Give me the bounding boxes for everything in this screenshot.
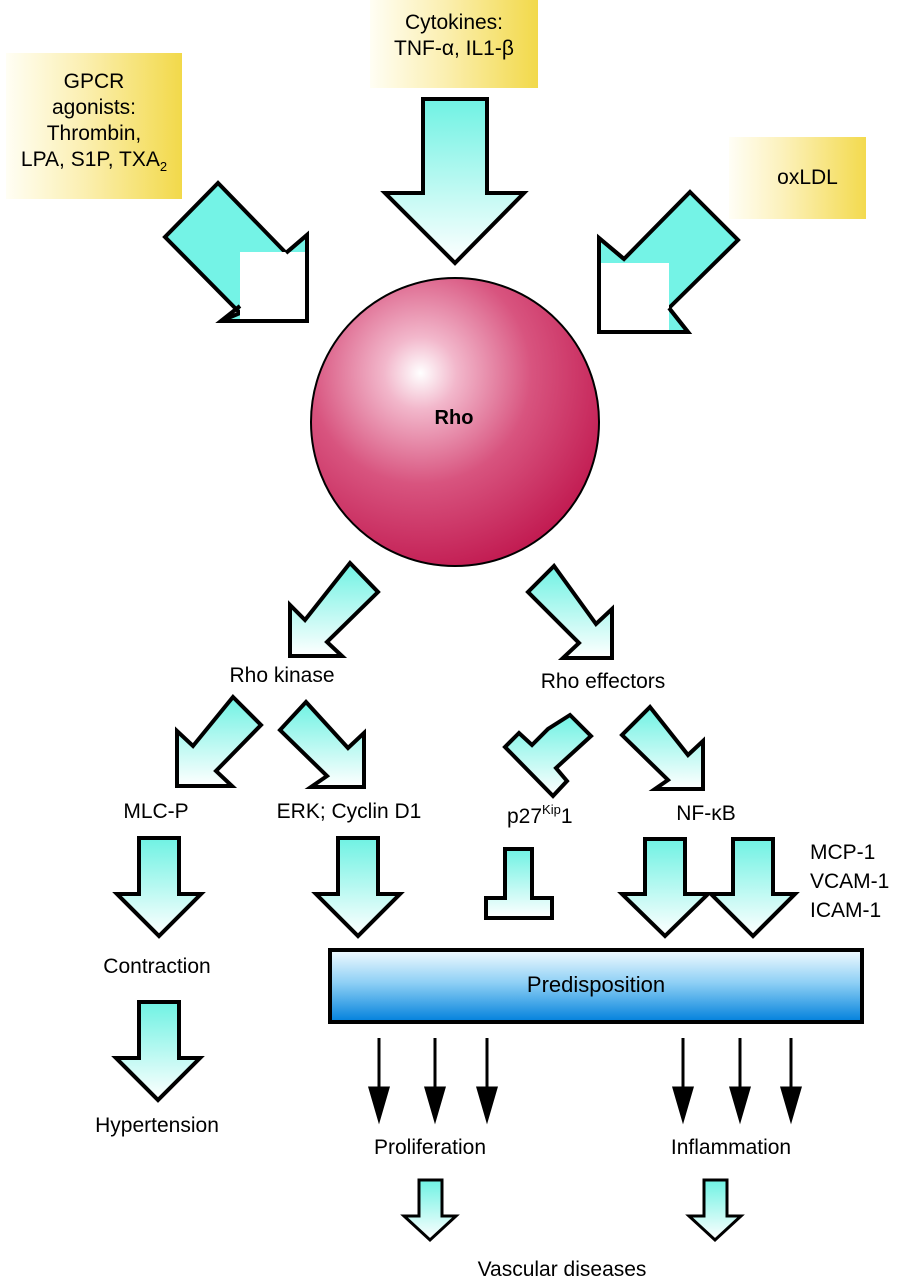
p27-suffix: 1 xyxy=(560,805,573,828)
predisposition-label: Predisposition xyxy=(526,972,666,997)
oxldl-arrow xyxy=(597,189,741,334)
rho-kinase-label: Rho kinase xyxy=(229,664,335,687)
gpcr-agonists-box: GPCR agonists: Thrombin, LPA, S1P, TXA2 xyxy=(6,53,182,199)
inflammation-to-vascular-arrow xyxy=(685,1178,745,1243)
p27-label: p27Kip1 xyxy=(507,802,573,829)
inflammation-label: Inflammation xyxy=(670,1136,792,1159)
rho-sphere xyxy=(310,277,600,567)
gpcr-line-4: LPA, S1P, TXA2 xyxy=(6,147,182,180)
nfkb-to-predisposition-arrow-2 xyxy=(706,837,800,939)
inflammation-arrows xyxy=(672,1038,802,1125)
mlc-to-contraction-arrow xyxy=(112,836,206,939)
p27-superscript: Kip xyxy=(542,802,561,817)
adhesion-molecule-list: MCP-1 VCAM-1 ICAM-1 xyxy=(810,838,889,925)
kinase-to-mlc-arrow xyxy=(175,694,264,788)
oxldl-label: oxLDL xyxy=(777,166,838,189)
p27-main: p27 xyxy=(507,805,543,828)
proliferation-label: Proliferation xyxy=(373,1136,487,1159)
vascular-diseases-label: Vascular diseases xyxy=(477,1258,647,1281)
cytokines-line-2: TNF-α, IL1-β xyxy=(394,37,514,60)
rho-effectors-label: Rho effectors xyxy=(540,670,666,693)
gpcr-line-4-text: LPA, S1P, TXA xyxy=(20,148,160,171)
nfkb-label: NF-κB xyxy=(676,802,736,825)
cytokines-arrow xyxy=(380,97,529,266)
gpcr-line-1: GPCR xyxy=(63,70,125,93)
contraction-label: Contraction xyxy=(103,955,211,978)
predisposition-box xyxy=(328,948,864,1024)
contraction-to-hypertension-arrow xyxy=(111,1000,205,1103)
p27-inhibition-bar xyxy=(484,847,554,920)
oxldl-box: oxLDL xyxy=(729,137,866,219)
rho-label: Rho xyxy=(434,407,474,429)
gpcr-arrow xyxy=(162,180,309,323)
gpcr-line-4-subscript: 2 xyxy=(159,159,168,174)
hypertension-label: Hypertension xyxy=(95,1114,219,1137)
effectors-to-p27-blocked-arrow xyxy=(502,712,594,799)
mlc-p-label: MLC-P xyxy=(123,800,189,823)
proliferation-arrows xyxy=(368,1038,498,1125)
rho-to-kinase-arrow xyxy=(288,559,381,658)
erk-cyclin-label: ERK; Cyclin D1 xyxy=(276,800,422,823)
nfkb-to-predisposition-arrow-1 xyxy=(617,837,713,939)
erk-to-predisposition-arrow xyxy=(311,836,405,939)
cytokines-line-1: Cytokines: xyxy=(404,11,504,34)
kinase-to-erk-arrow xyxy=(277,699,366,789)
adhesion-molecule: VCAM-1 xyxy=(810,870,890,893)
cytokines-box: Cytokines: TNF-α, IL1-β xyxy=(370,0,538,88)
adhesion-molecule: MCP-1 xyxy=(810,841,876,864)
gpcr-line-3: Thrombin, xyxy=(46,122,142,145)
adhesion-molecule: ICAM-1 xyxy=(810,899,882,922)
proliferation-to-vascular-arrow xyxy=(400,1178,460,1243)
gpcr-line-2: agonists: xyxy=(51,96,137,119)
effectors-to-nfkb-arrow xyxy=(619,703,705,791)
rho-to-effectors-arrow xyxy=(525,562,614,660)
